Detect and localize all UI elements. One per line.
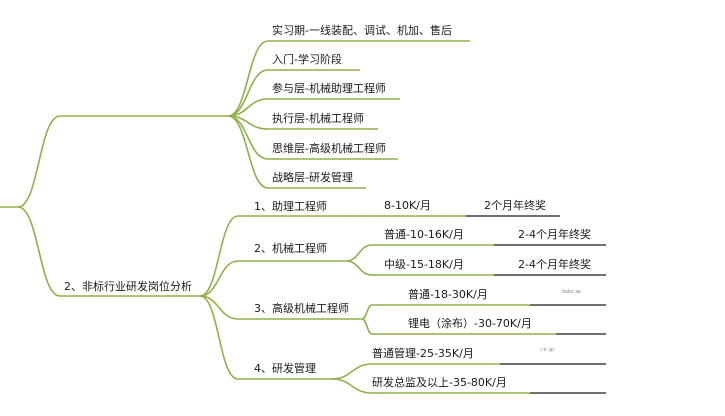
role-node-assistant-engineer: 1、助理工程师 xyxy=(254,200,327,213)
stage-node-participant: 参与层-机械助理工程师 xyxy=(272,82,386,95)
bonus-node: 2-4个月年终奖 xyxy=(518,228,591,241)
salary-node: 普通-10-16K/月 xyxy=(384,228,464,241)
salary-node: 普通-18-30K/月 xyxy=(408,288,488,301)
blurred-watermark: ᶦ ˡᵉ ᵍᵒ xyxy=(540,347,555,357)
role-node-mechanical-engineer: 2、机械工程师 xyxy=(254,242,327,255)
level-curve xyxy=(345,244,373,262)
branch-to-stages xyxy=(17,115,61,208)
stage-node-strategy: 战略层-研发管理 xyxy=(272,171,353,184)
salary-node: 锂电（涂布）-30-70K/月 xyxy=(408,317,532,330)
branch-to-analysis xyxy=(17,206,61,297)
stage-node-executor: 执行层-机械工程师 xyxy=(272,112,364,125)
level-curve xyxy=(361,318,373,335)
salary-node: 8-10K/月 xyxy=(384,199,431,212)
stage-curve xyxy=(227,115,269,189)
bonus-node: 2-4个月年终奖 xyxy=(518,258,591,271)
role-node-senior-engineer: 3、高级机械工程师 xyxy=(254,302,349,315)
salary-node: 研发总监及以上-35-80K/月 xyxy=(372,376,507,389)
blurred-watermark: ᵗᶦᵉᵇᵒ ᵃᵉ xyxy=(562,289,581,299)
role-curve xyxy=(199,260,239,297)
stage-node-entry: 入门-学习阶段 xyxy=(272,53,342,66)
role-node-rd-management: 4、研发管理 xyxy=(254,362,316,375)
level-curve xyxy=(331,363,373,380)
level-curve xyxy=(345,260,373,276)
role-curve xyxy=(199,215,239,297)
bonus-node: 2个月年终奖 xyxy=(484,199,546,212)
stage-curve xyxy=(227,40,269,117)
stage-node-thinker: 思维层-高级机械工程师 xyxy=(272,142,386,155)
salary-node: 中级-15-18K/月 xyxy=(384,258,464,271)
level-curve xyxy=(361,304,373,320)
stage-node-internship: 实习期-一线装配、调试、机加、售后 xyxy=(272,24,452,37)
analysis-node-title: 2、非标行业研发岗位分析 xyxy=(64,280,192,293)
role-curve xyxy=(199,295,239,380)
level-curve xyxy=(331,378,373,394)
salary-node: 普通管理-25-35K/月 xyxy=(372,347,474,360)
